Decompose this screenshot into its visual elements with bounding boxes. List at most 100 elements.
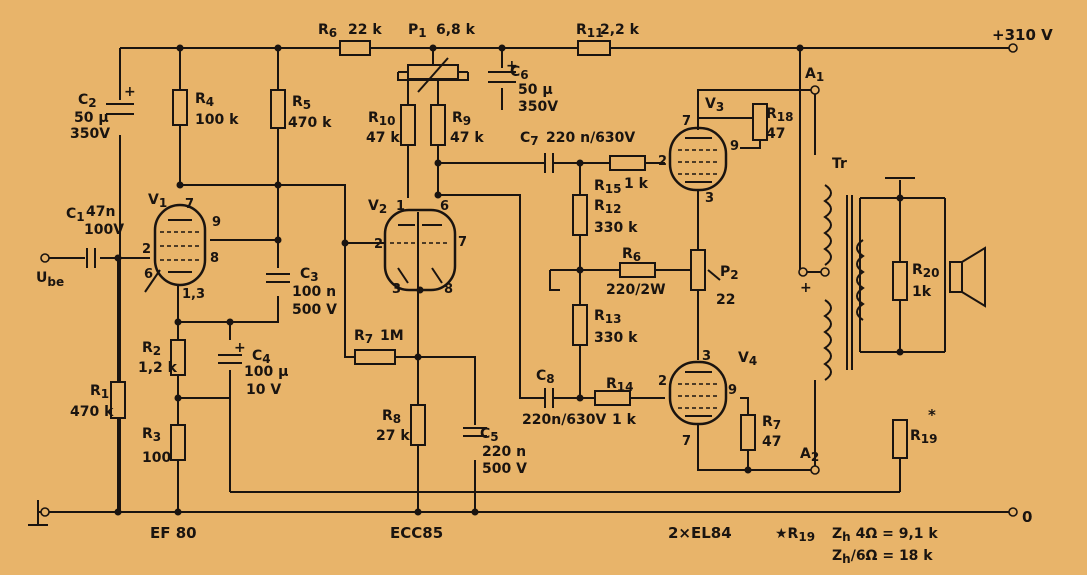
r4-value: 100 k [195, 112, 239, 128]
c4-ref: C4 [252, 348, 271, 366]
r19-star: * [928, 406, 936, 424]
input-label: Ube [36, 270, 64, 289]
tube-label-v2: V2 [368, 198, 387, 216]
tube-type-v1: EF 80 [150, 524, 197, 542]
note-line2: Zh/6Ω = 18 k [832, 548, 933, 566]
pin-label: 3 [705, 191, 714, 206]
tube-label-v1: V1 [148, 192, 167, 210]
c7-ref: C7 [520, 130, 539, 148]
output-transformer [823, 184, 865, 381]
r8-ref: R8 [382, 408, 401, 426]
tube-label-v4: V4 [738, 350, 757, 368]
r7a-value: 1M [380, 328, 404, 344]
pin-label: 2 [142, 242, 151, 257]
r13-ref: R13 [594, 308, 621, 326]
r14-ref: R14 [606, 376, 633, 394]
terminals [40, 43, 1018, 517]
r10-value: 47 k [366, 130, 400, 146]
pin-label: 8 [210, 251, 219, 266]
pin-label: 1 [396, 199, 405, 214]
r11-ref: R11 [576, 22, 603, 40]
p1-value: 6,8 k [436, 22, 476, 38]
r3-value: 100 [142, 450, 171, 466]
plus-sign: + [124, 84, 136, 100]
r12-value: 330 k [594, 220, 638, 236]
c5-value: 220 n [482, 444, 526, 460]
pin-label: 2 [658, 374, 667, 389]
r8-value: 27 k [376, 428, 410, 444]
r6a-value: 22 k [348, 22, 382, 38]
c2-value: 50 µ [74, 110, 109, 126]
p2-value: 22 [716, 292, 735, 308]
c5-ref: C5 [480, 426, 499, 444]
c4-value2: 10 V [246, 382, 281, 398]
junction-dots [114, 44, 904, 516]
c6-value2: 350V [518, 99, 558, 115]
supply-plus-label: +310 V [992, 26, 1053, 44]
a2-ref: A2 [800, 446, 819, 464]
supply-zero-label: 0 [1022, 508, 1032, 526]
labels: +310 V 0 Ube V1 EF 80 V2 ECC85 V3 V4 2×E… [36, 22, 1053, 566]
pin-label: 2 [658, 154, 667, 169]
pin-label: 7 [682, 434, 691, 449]
c1-ref: C1 [66, 206, 85, 224]
pin-label: 7 [682, 114, 691, 129]
tube-label-v3: V3 [705, 96, 724, 114]
r2-value: 1,2 k [138, 360, 178, 376]
r5-value: 470 k [288, 115, 332, 131]
a1-ref: A1 [805, 66, 824, 84]
tube-type-v2: ECC85 [390, 524, 443, 542]
r20-value: 1k [912, 284, 932, 300]
r6a-ref: R6 [318, 22, 337, 40]
c8-ref: C8 [536, 368, 555, 386]
tube-type-out: 2×EL84 [668, 524, 732, 542]
r6b-ref: R6 [622, 246, 641, 264]
c8-value: 220n/630V [522, 412, 607, 428]
r1-value: 470 k [70, 404, 114, 420]
r9-ref: R9 [452, 110, 471, 128]
plus-sign: + [234, 340, 246, 356]
r2-ref: R2 [142, 340, 161, 358]
pin-label: 7 [185, 197, 194, 212]
r6b-value: 220/2W [606, 282, 666, 298]
r11-value: 2,2 k [600, 22, 640, 38]
r12-ref: R12 [594, 198, 621, 216]
speaker-icon [949, 246, 986, 308]
c5-value2: 500 V [482, 461, 527, 477]
note-line1: Zh 4Ω = 9,1 k [832, 526, 938, 544]
r10-ref: R10 [368, 110, 395, 128]
r18-value: 47 [766, 126, 785, 142]
pin-label: 7 [458, 235, 467, 250]
pin-label: 6 [144, 267, 153, 282]
r9-value: 47 k [450, 130, 484, 146]
r19-ref: R19 [910, 428, 937, 446]
r14-value: 1 k [612, 412, 637, 428]
r20-ref: R20 [912, 262, 939, 280]
r13-value: 330 k [594, 330, 638, 346]
pin-label: 3 [702, 349, 711, 364]
pin-label: 9 [728, 383, 737, 398]
c6-ref: C6 [510, 64, 529, 82]
c3-ref: C3 [300, 266, 319, 284]
pin-label: 3 [392, 282, 401, 297]
c7-value: 220 n/630V [546, 130, 635, 146]
r3-ref: R3 [142, 426, 161, 444]
c1-value: 47n [86, 204, 115, 220]
r7b-value: 47 [762, 434, 781, 450]
pin-label: 6 [440, 199, 449, 214]
ground-symbol [28, 500, 48, 526]
r4-ref: R4 [195, 91, 214, 109]
r7a-ref: R7 [354, 328, 373, 346]
pin-label: 9 [730, 139, 739, 154]
r15-value: 1 k [624, 176, 649, 192]
c4-value: 100 µ [244, 364, 288, 380]
note-mark: ★R19 [775, 526, 815, 544]
c3-value: 100 n [292, 284, 336, 300]
r7b-ref: R7 [762, 414, 781, 432]
c2-value2: 350V [70, 126, 110, 142]
r15-ref: R15 [594, 178, 621, 196]
c2-ref: C2 [78, 92, 97, 110]
r5-ref: R5 [292, 94, 311, 112]
c1-value2: 100V [84, 222, 124, 238]
